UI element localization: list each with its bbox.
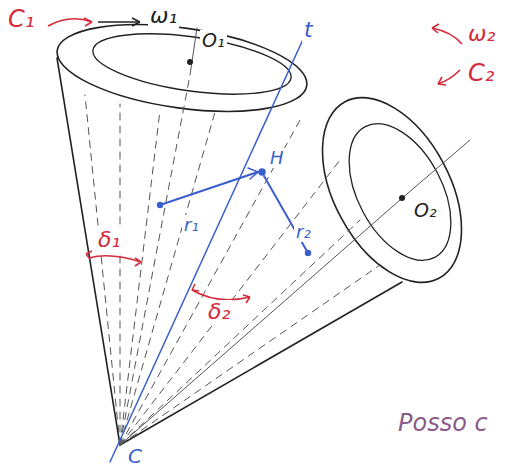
dashed-line: [120, 160, 340, 445]
arrowhead: [432, 24, 439, 33]
callout-label: Posso c: [396, 410, 490, 436]
callout-label: t: [302, 18, 315, 42]
cone-inner-rim: [328, 107, 472, 277]
angle-arc: [192, 290, 250, 300]
callout-label: C₁: [6, 6, 36, 32]
callout-label: δ₁: [96, 228, 122, 252]
contact-line: [110, 35, 305, 462]
cone-axis: [120, 200, 400, 445]
point-marker: [158, 203, 163, 208]
callout-label: H: [268, 148, 286, 168]
callout-label: δ₂: [206, 300, 232, 324]
point-marker: [259, 169, 265, 175]
center-point: [399, 195, 405, 201]
cone-inner-rim: [89, 23, 295, 104]
callout-label: ω₂: [466, 22, 497, 46]
cone-rim: [294, 74, 490, 305]
rotation-arrow: [432, 28, 462, 44]
point-marker: [306, 251, 311, 256]
dashed-line: [120, 112, 215, 445]
callout-label: C: [126, 445, 144, 467]
angle-arc: [89, 256, 141, 262]
rotation-arrow: [48, 19, 92, 26]
callout-label: O₁: [200, 30, 227, 51]
arrowhead: [438, 77, 446, 85]
cone-axis: [400, 140, 470, 200]
arrowhead: [84, 18, 92, 26]
dashed-line: [85, 95, 120, 445]
center-point: [187, 59, 193, 65]
dashed-line: [120, 104, 121, 445]
radius-line: [160, 172, 258, 205]
callout-label: ω₁: [148, 4, 179, 28]
arrowhead: [86, 251, 141, 266]
callout-label: C₂: [466, 60, 496, 86]
callout-label: r₁: [182, 215, 201, 235]
cone-rim: [52, 11, 313, 125]
dashed-line: [120, 120, 300, 445]
cone-axis: [190, 28, 197, 75]
callout-label: O₂: [412, 200, 439, 221]
arrowhead: [132, 18, 140, 26]
callout-label: r₂: [294, 222, 313, 242]
rotation-arrow: [98, 21, 140, 23]
rotation-arrow: [438, 70, 460, 84]
arrowhead: [248, 168, 258, 179]
cone-axis: [120, 75, 190, 445]
cone-side: [120, 282, 402, 445]
